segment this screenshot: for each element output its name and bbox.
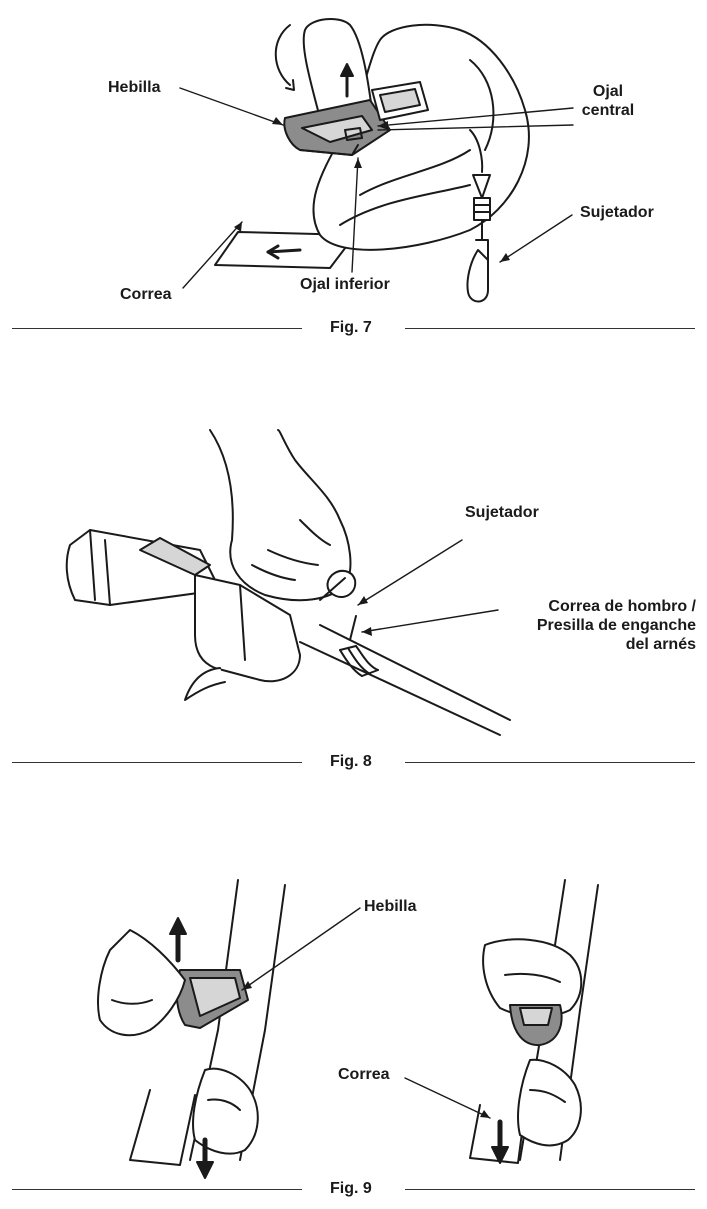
fastener-hook [327,571,355,597]
figure-8: Sujetador Correa de hombro / Presilla de… [0,400,707,790]
figure-8-leaders [358,540,498,632]
figure-8-caption: Fig. 8 [330,752,372,772]
caption-rule-left [12,1189,302,1190]
fastener-hook [467,220,488,302]
trimmer-shaft [300,625,510,735]
label-shoulder-loop-line1: Correa de hombro / [486,597,696,616]
caption-rule-right [405,762,695,763]
figure-9-leaders [242,908,490,1118]
left-top-hand [98,930,185,1035]
figure-9: Hebilla Correa Fig. 9 [0,860,707,1209]
caption-rule-right [405,328,695,329]
caption-rule-left [12,328,302,329]
label-buckle: Hebilla [108,78,160,97]
rotate-arrow [276,25,290,85]
label-shoulder-loop: Correa de hombro / Presilla de enganche … [486,597,696,654]
figure-9-drawing [0,860,707,1209]
figure-8-caption-row: Fig. 8 [0,750,707,774]
caption-rule-right [405,1189,695,1190]
label-strap: Correa [120,285,172,304]
fastener-barrel [474,198,490,220]
figure-8-drawing [0,400,707,790]
label-shoulder-loop-line3: del arnés [486,635,696,654]
label-center-eyelet-line2: central [578,101,638,120]
figure-7-caption-row: Fig. 7 [0,316,707,340]
figure-9-caption-row: Fig. 9 [0,1177,707,1201]
caption-rule-left [12,762,302,763]
figure-9-caption: Fig. 9 [330,1179,372,1199]
label-fastener: Sujetador [580,203,654,222]
label-strap: Correa [338,1065,390,1084]
label-lower-eyelet: Ojal inferior [300,275,390,294]
hand [210,430,350,600]
figure-7-caption: Fig. 7 [330,318,372,338]
label-center-eyelet-line1: Ojal [578,82,638,101]
label-shoulder-loop-line2: Presilla de enganche [486,616,696,635]
label-buckle: Hebilla [364,897,416,916]
trigger [185,668,225,700]
label-fastener: Sujetador [465,503,539,522]
figure-7: Hebilla Ojal central Sujetador Correa Oj… [0,0,707,340]
label-center-eyelet: Ojal central [578,82,638,120]
